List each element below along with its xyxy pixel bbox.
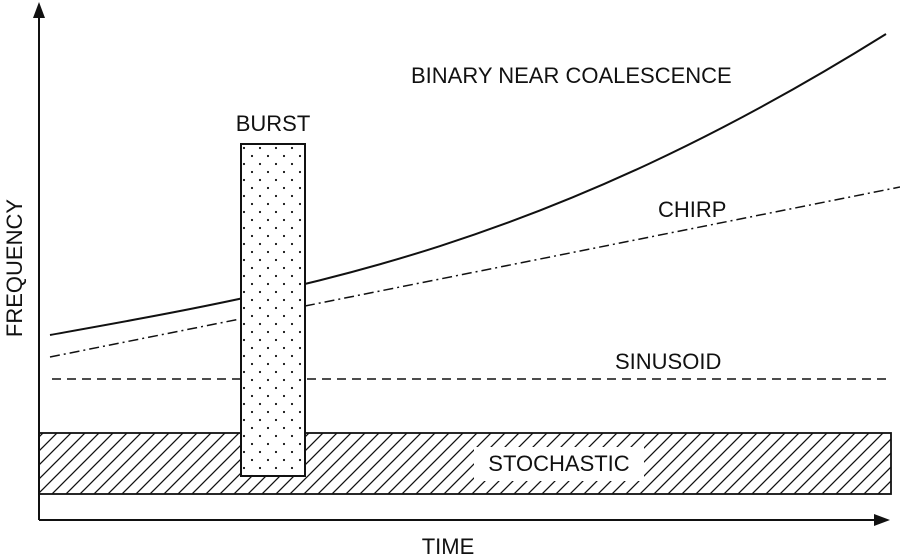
chirp-label: CHIRP (658, 197, 726, 222)
burst-box-dots (242, 145, 304, 475)
chirp-line (49, 186, 900, 358)
x-axis (39, 514, 890, 526)
x-axis-label: TIME (422, 534, 475, 559)
x-axis-arrow-icon (874, 514, 890, 526)
y-axis-label: FREQUENCY (2, 199, 27, 337)
sinusoid-label: SINUSOID (615, 349, 721, 374)
binary-label: BINARY NEAR COALESCENCE (411, 63, 732, 88)
burst-label: BURST (236, 111, 311, 136)
stochastic-band (38, 432, 892, 495)
stochastic-label: STOCHASTIC (488, 451, 630, 476)
y-axis-arrow-icon (33, 2, 45, 18)
binary-curve (49, 33, 887, 336)
stochastic-label-backdrop (474, 447, 644, 481)
